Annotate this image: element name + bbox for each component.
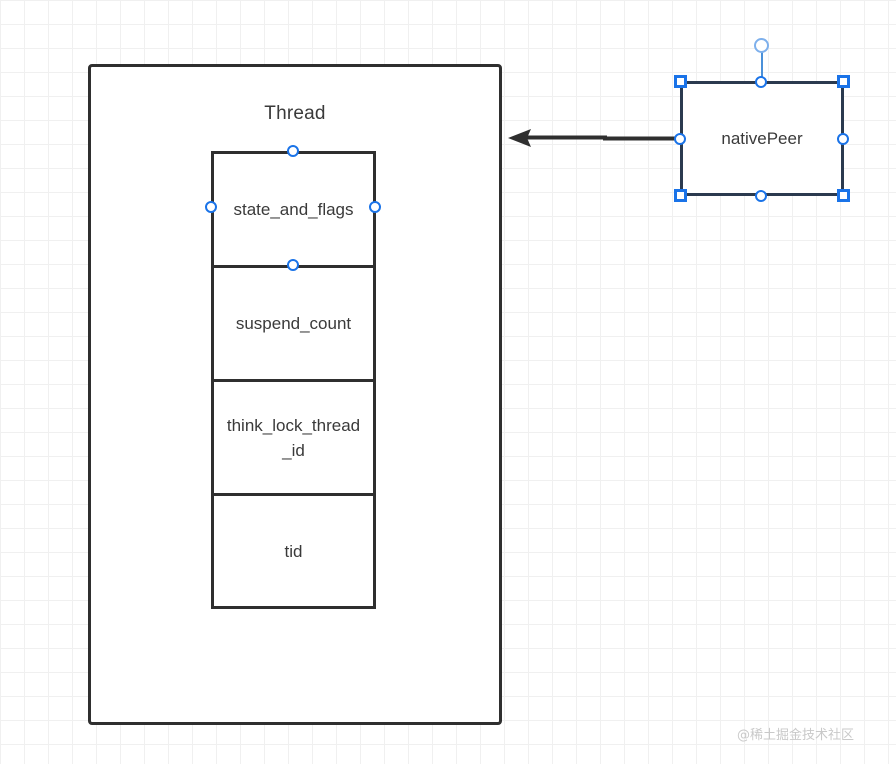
- field-label-suspend-count: suspend_count: [235, 314, 352, 333]
- field-label-tid: tid: [284, 541, 303, 561]
- field-box-state-and-flags[interactable]: state_and_flags: [211, 151, 376, 265]
- watermark-label: @稀土掘金技术社区: [737, 728, 855, 743]
- resize-handle-top-right[interactable]: [837, 75, 850, 88]
- connection-handle-state-and-flags-left[interactable]: [205, 201, 217, 213]
- resize-handle-bottom-center[interactable]: [755, 190, 767, 202]
- field-label-think-lock-thread-id: think_lock_thread_id: [226, 415, 361, 460]
- field-label-state-and-flags: state_and_flags: [233, 200, 354, 219]
- resize-handle-top-left[interactable]: [674, 75, 687, 88]
- native-peer-label: nativePeer: [721, 128, 803, 148]
- thread-field-stack: state_and_flags suspend_count think_lock…: [211, 151, 376, 609]
- resize-handle-bottom-right[interactable]: [837, 189, 850, 202]
- rotate-handle-stem: [761, 52, 763, 82]
- resize-handle-top-center[interactable]: [755, 76, 767, 88]
- rotate-handle-icon[interactable]: [754, 38, 769, 53]
- native-peer-shape[interactable]: nativePeer: [680, 81, 844, 196]
- field-box-think-lock-thread-id[interactable]: think_lock_thread_id: [211, 379, 376, 493]
- resize-handle-bottom-left[interactable]: [674, 189, 687, 202]
- field-box-tid[interactable]: tid: [211, 493, 376, 609]
- connection-handle-suspend-count-top[interactable]: [287, 259, 299, 271]
- thread-title-label: Thread: [264, 103, 326, 124]
- connection-handle-state-and-flags-top[interactable]: [287, 145, 299, 157]
- resize-handle-middle-left[interactable]: [674, 133, 686, 145]
- resize-handle-middle-right[interactable]: [837, 133, 849, 145]
- field-box-suspend-count[interactable]: suspend_count: [211, 265, 376, 379]
- connector-arrow[interactable]: [505, 122, 685, 154]
- connection-handle-state-and-flags-right[interactable]: [369, 201, 381, 213]
